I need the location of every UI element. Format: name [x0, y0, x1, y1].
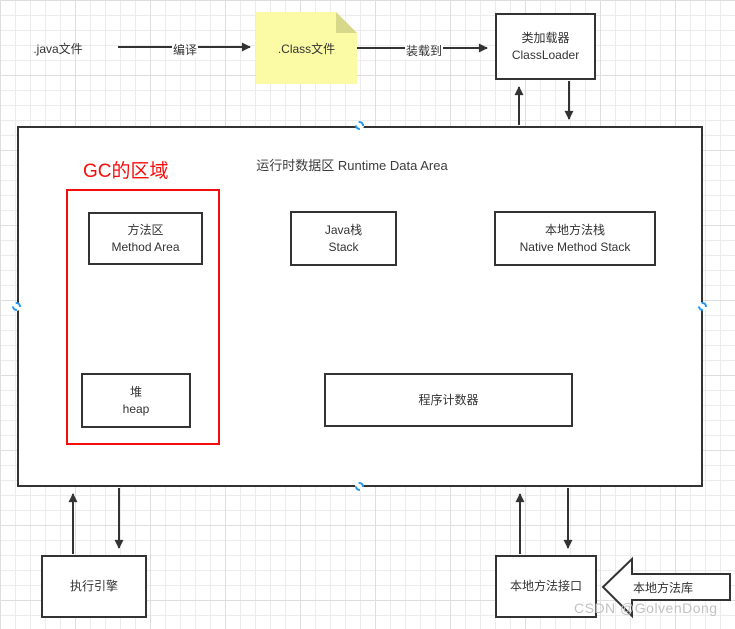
program-counter-label: 程序计数器	[418, 392, 479, 407]
method-area-box[interactable]: 方法区 Method Area	[88, 212, 203, 265]
connection-handle-right[interactable]	[698, 302, 707, 311]
method-area-label-zh: 方法区	[127, 222, 164, 237]
java-stack-label-zh: Java栈	[324, 222, 363, 237]
connection-handle-top[interactable]	[355, 121, 364, 130]
java-file-label: .java文件	[33, 42, 83, 56]
runtime-data-area-title: 运行时数据区 Runtime Data Area	[256, 158, 448, 173]
class-file-note-label: .Class文件	[277, 41, 336, 56]
note-fold-corner-icon	[336, 12, 357, 33]
native-method-library-label: 本地方法库	[633, 581, 694, 595]
heap-box[interactable]: 堆 heap	[81, 373, 191, 428]
execution-engine-label: 执行引擎	[69, 579, 118, 593]
connection-handle-bottom[interactable]	[355, 482, 364, 491]
execution-engine-box[interactable]: 执行引擎	[41, 555, 147, 618]
connection-handle-left[interactable]	[12, 302, 21, 311]
classloader-label-en: ClassLoader	[511, 47, 580, 62]
native-method-stack-label-zh: 本地方法栈	[544, 222, 605, 237]
watermark: CSDN @GolvenDong	[574, 600, 718, 616]
heap-label-zh: 堆	[129, 384, 142, 399]
load-arrow-label: 装载到	[405, 42, 444, 59]
gc-region-box[interactable]	[66, 189, 220, 445]
native-method-stack-box[interactable]: 本地方法栈 Native Method Stack	[494, 211, 656, 266]
classloader-label-zh: 类加载器	[521, 30, 570, 45]
heap-label-en: heap	[122, 401, 150, 416]
native-method-interface-box[interactable]: 本地方法接口	[495, 555, 597, 618]
compile-arrow-label: 编译	[172, 41, 199, 58]
classloader-box[interactable]: 类加载器 ClassLoader	[495, 13, 596, 80]
native-method-interface-label: 本地方法接口	[509, 579, 582, 593]
gc-region-label: GC的区域	[83, 161, 169, 182]
method-area-label-en: Method Area	[111, 239, 180, 254]
java-stack-label-en: Stack	[328, 239, 359, 254]
program-counter-box[interactable]: 程序计数器	[324, 373, 573, 427]
java-stack-box[interactable]: Java栈 Stack	[290, 211, 397, 266]
native-method-stack-label-en: Native Method Stack	[519, 239, 631, 254]
